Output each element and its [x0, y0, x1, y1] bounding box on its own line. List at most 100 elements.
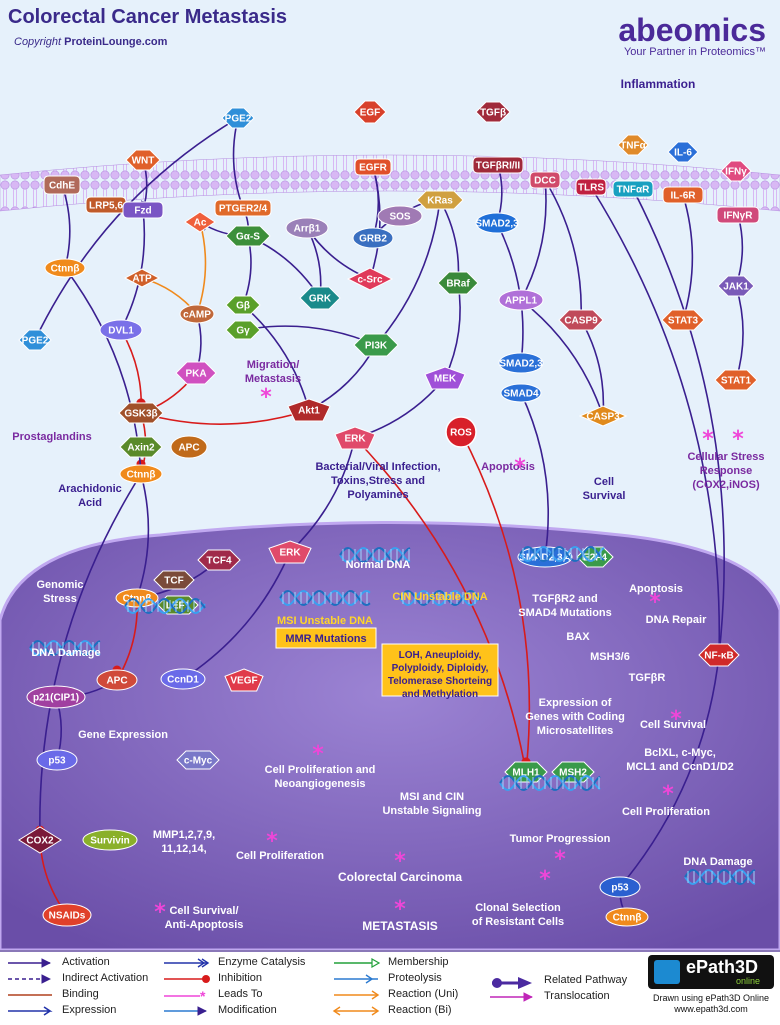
- node-cox2: COX2: [18, 826, 62, 854]
- node-label-ctnnb_r: Ctnnβ: [613, 913, 642, 924]
- node-casp9: CASP9: [558, 309, 604, 331]
- node-vegf: VEGF: [224, 668, 264, 692]
- node-p53_l: p53: [36, 749, 78, 771]
- node-label-tgfb: TGFβ: [480, 108, 506, 119]
- node-nfkb: NF-κB: [698, 643, 740, 667]
- label-migration: Migration/Metastasis: [245, 359, 301, 385]
- node-egfr: EGFR: [354, 158, 392, 176]
- edge-kras-braf: [439, 199, 464, 284]
- edge-tlrs-nfkb: [590, 186, 725, 656]
- label-normal_dna: Normal DNA: [346, 559, 411, 571]
- node-label-nsaids: NSAIDs: [49, 911, 86, 922]
- node-ptger: PTGER2/4: [214, 199, 272, 217]
- page-title: Colorectal Cancer Metastasis: [8, 6, 288, 28]
- edge-il6r-stat3: [680, 194, 694, 321]
- epath3d-icon: [654, 960, 680, 984]
- box-mmr_box: [275, 627, 377, 649]
- label-bax: BAX: [566, 631, 590, 643]
- label-bclxl: BclXL, c-Myc,MCL1 and CcnD1/D2: [626, 747, 734, 773]
- leads-to-mark: *: [554, 847, 566, 872]
- edge-ros-mlh1: [460, 431, 531, 773]
- legend-modification: Modification: [164, 1004, 277, 1016]
- node-ros: ROS: [445, 416, 477, 448]
- node-pge2_left: PGE2: [18, 329, 52, 351]
- node-pge2_top: PGE2: [221, 107, 255, 129]
- node-tgfb: TGFβ: [475, 101, 511, 123]
- drawn-using-line-1: Drawn using ePath3D Online: [652, 993, 770, 1003]
- node-label-p53_l: p53: [48, 756, 66, 767]
- edge-kras-pi3k: [375, 199, 441, 346]
- node-smad4: SMAD4: [500, 383, 542, 403]
- edge-nfkb-p53_r: [619, 654, 720, 888]
- node-label-tnfr: TNFαR: [617, 185, 651, 196]
- node-label-tcf: TCF: [164, 576, 183, 587]
- node-label-casp9: CASP9: [564, 316, 598, 327]
- node-label-egf: EGF: [360, 108, 381, 119]
- nucleus: [0, 521, 780, 950]
- epath3d-name: ePath3D: [686, 957, 759, 977]
- epath3d-logo: ePath3D online: [648, 955, 774, 989]
- edge-pge2_left-pge2_top: [34, 117, 239, 341]
- node-pi3k: PI3K: [353, 333, 399, 357]
- node-label-akt1: Akt1: [298, 406, 320, 417]
- label-dna_repair: DNA Repair: [646, 614, 707, 626]
- node-ifngr: IFNγR: [716, 206, 760, 224]
- smad-dna-helix: [519, 545, 605, 563]
- legend-indirect: Indirect Activation: [8, 972, 149, 984]
- node-il6: IL-6: [667, 141, 699, 163]
- edge-akt1-gsk3b: [140, 409, 310, 425]
- node-label-arrb1: Arrβ1: [294, 224, 321, 235]
- label-colorectal: Colorectal Carcinoma: [338, 870, 462, 884]
- edge-jak1-stat1: [733, 285, 744, 381]
- node-gsk3b: GSK3β: [118, 402, 164, 424]
- node-label-stat1: STAT1: [721, 376, 752, 387]
- node-fzd: Fzd: [122, 201, 164, 219]
- edge-ac-camp: [195, 221, 207, 315]
- node-label-p53_r: p53: [611, 883, 629, 894]
- leads-to-mark: *: [732, 427, 744, 452]
- cin-dna-helix: [399, 589, 481, 607]
- label-apoptosis_r: Apoptosis: [629, 583, 683, 595]
- node-label-survivin: Survivin: [90, 836, 129, 847]
- node-label-egfr: EGFR: [359, 163, 388, 174]
- label-prostaglandins: Prostaglandins: [12, 431, 91, 443]
- leads-to-mark: *: [394, 897, 406, 922]
- label-msi_dna: MSI Unstable DNA: [277, 615, 373, 627]
- leads-to-mark: *: [154, 900, 166, 925]
- epath3d-sub: online: [736, 976, 761, 986]
- node-label-kras: KRas: [427, 196, 453, 207]
- node-label-smad234: SMAD2,3,4: [519, 553, 571, 564]
- drawn-using-line-2: www.epath3d.com: [674, 1004, 748, 1014]
- legend-related: Related Pathway: [492, 974, 627, 989]
- label-inflammation: Inflammation: [621, 77, 696, 91]
- node-label-apc_top: APC: [178, 443, 199, 454]
- node-label-dcc: DCC: [534, 176, 556, 187]
- node-grk: GRK: [299, 286, 341, 310]
- edge-casp9-casp3: [580, 319, 609, 417]
- node-label-erk_c: ERK: [344, 434, 366, 445]
- node-label-fzd: Fzd: [134, 206, 151, 217]
- node-label-erk_n: ERK: [279, 548, 301, 559]
- node-gb: Gβ: [225, 295, 261, 315]
- brand-name: abeomics: [618, 12, 766, 48]
- box-cin_box: [381, 643, 499, 697]
- node-lrp: LRP5,6: [85, 196, 127, 214]
- legend-activation: Activation: [8, 956, 110, 968]
- node-smad23_mid: SMAD2,3: [498, 352, 544, 374]
- node-sos: SOS: [377, 205, 423, 227]
- legend-inhibition: Inhibition: [164, 972, 262, 984]
- node-nsaids: NSAIDs: [42, 903, 92, 927]
- edge-erk_c-erk_n: [289, 437, 356, 553]
- node-label-msh2: MSH2: [559, 768, 587, 779]
- node-label-ac: Ac: [194, 218, 207, 229]
- node-label-gas: Gα-S: [236, 232, 260, 243]
- node-atp: ATP: [123, 268, 161, 288]
- node-grb2: GRB2: [352, 227, 394, 249]
- node-label-camp: cAMP: [183, 310, 211, 321]
- node-ac: Ac: [184, 211, 216, 233]
- node-label-jak1: JAK1: [723, 282, 749, 293]
